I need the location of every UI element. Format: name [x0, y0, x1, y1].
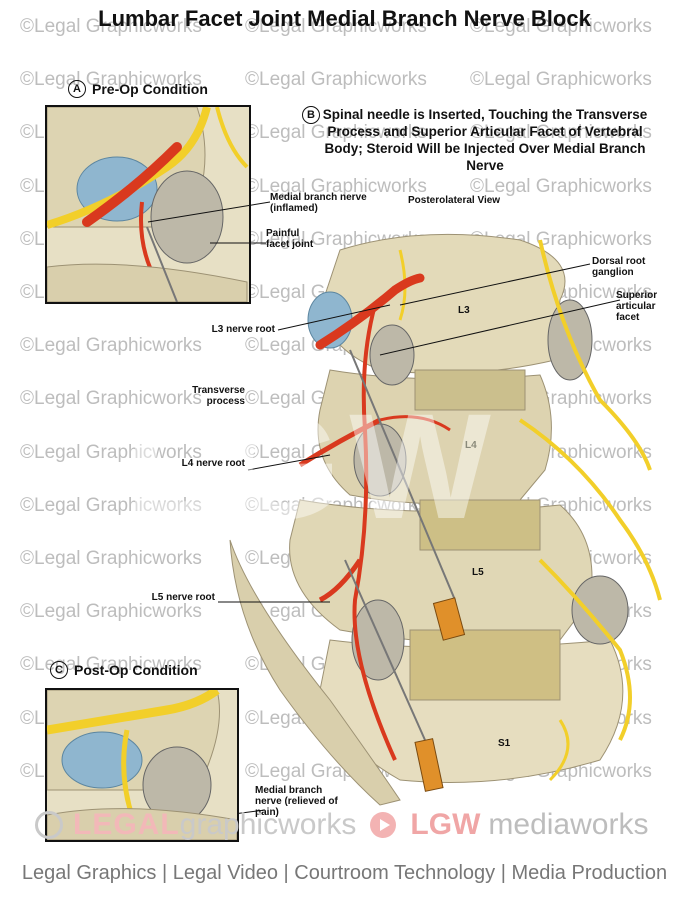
watermark-text: ©Legal Graphicworks — [20, 16, 202, 37]
watermark-text: ©Legal Graphicworks — [20, 69, 202, 91]
label-superior-articular-facet: Superior articular facet — [616, 290, 658, 323]
watermark-text: ©Legal Graphicworks — [245, 69, 427, 91]
label-l5-nerve-root: L5 nerve root — [151, 592, 215, 603]
label-l4-nerve-root: L4 nerve root — [181, 458, 245, 469]
watermark-text: ©Legal Graphicworks — [245, 175, 427, 197]
watermark-text: ©Legal Graphicworks — [470, 69, 652, 91]
label-l5: L5 — [472, 567, 484, 578]
watermark-text: ©Legal Graphicworks — [20, 601, 202, 623]
section-b-text: Spinal needle is Inserted, Touching the … — [322, 107, 648, 173]
watermark-text: ©Legal Graphicworks — [245, 16, 427, 37]
watermark-text: ©Legal Graphicworks — [20, 441, 202, 463]
section-c-letter: C — [50, 661, 68, 679]
inset-post-op — [45, 688, 239, 842]
label-s1: S1 — [498, 738, 511, 749]
label-medial-branch-inflamed: Medial branch nerve (inflamed) — [270, 192, 367, 214]
label-dorsal-root-ganglion: Dorsal root ganglion — [592, 256, 646, 278]
label-painful-facet: Painful facet joint — [266, 228, 314, 250]
logo-legal: LEGAL — [73, 808, 180, 841]
label-medial-branch-relieved: Medial branch nerve (relieved of pain) — [255, 785, 338, 818]
footer-tagline: Legal Graphics | Legal Video | Courtroom… — [21, 862, 668, 884]
logo-graphicworks: graphicworks — [179, 808, 357, 841]
watermark-text: ©Legal Graphicworks — [20, 548, 202, 569]
section-c-title: Post-Op Condition — [74, 662, 198, 678]
label-transverse-process: Transverse process — [192, 385, 245, 407]
label-l3: L3 — [458, 305, 470, 316]
view-label: Posterolateral View — [408, 195, 501, 206]
watermark-text: ©Legal Graphicworks — [20, 494, 202, 516]
section-b-description: B Spinal needle is Inserted, Touching th… — [302, 106, 660, 174]
section-a-title: Pre-Op Condition — [92, 81, 208, 97]
label-l4: L4 — [465, 440, 477, 451]
logo-mediaworks: mediaworks — [488, 808, 649, 841]
footer-logo: LEGAL graphicworks LGW mediaworks — [35, 806, 675, 844]
page-title: Lumbar Facet Joint Medial Branch Nerve B… — [98, 6, 591, 31]
play-icon — [370, 812, 397, 838]
watermark-text: ©Legal Graphicworks — [20, 388, 202, 410]
magnifier-icon — [35, 811, 63, 839]
watermark-text: ©Legal Graphicworks — [470, 175, 652, 197]
logo-lgw: LGW — [410, 808, 481, 841]
label-l3-nerve-root: L3 nerve root — [211, 324, 275, 335]
inset-pre-op — [45, 105, 251, 304]
section-b-letter: B — [302, 106, 320, 124]
section-c-heading: C Post-Op Condition — [50, 661, 198, 679]
watermark-text: ©Legal Graphicworks — [20, 335, 202, 357]
lgw-watermark: LGW — [125, 382, 499, 550]
section-a-heading: A Pre-Op Condition — [68, 80, 208, 98]
watermark-text: ©Legal Graphicworks — [245, 122, 427, 144]
watermark-text: ©Legal Graphicworks — [470, 122, 652, 144]
section-a-letter: A — [68, 80, 86, 98]
watermark-text: ©Legal Graphicworks — [470, 16, 652, 37]
